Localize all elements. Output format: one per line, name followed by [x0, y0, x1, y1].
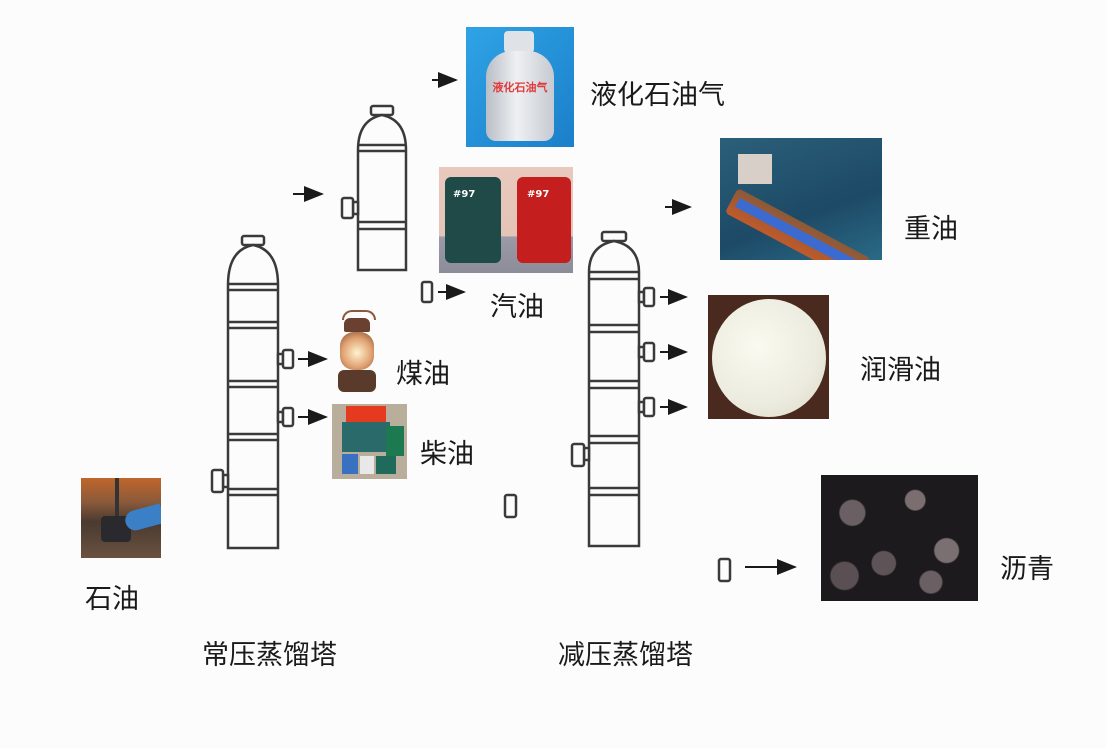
kerosene-lantern-photo — [334, 308, 380, 394]
flow-arrows — [293, 72, 797, 575]
tanker-ship-photo — [720, 138, 882, 260]
residue-transfer-pipe — [251, 504, 508, 572]
grease-photo — [708, 295, 829, 419]
diesel-engine-photo — [332, 404, 407, 479]
lpg-label: 液化石油气 — [590, 80, 725, 111]
atmospheric-tower-label: 常压蒸馏塔 — [202, 640, 337, 671]
crude-oil-photo — [81, 478, 161, 558]
lpg-pipe — [380, 78, 424, 110]
asphalt-photo — [821, 475, 978, 601]
diesel-label: 柴油 — [420, 439, 474, 470]
can-text-green: #97 — [453, 189, 476, 200]
lubricant-label: 润滑油 — [860, 355, 941, 386]
gasoline-label: 汽油 — [490, 292, 544, 323]
heavy-oil-pipe — [611, 204, 657, 234]
crude-oil-label: 石油 — [85, 584, 139, 615]
gasoline-pipe — [380, 268, 426, 294]
lpg-cylinder-photo: 液化石油气 — [466, 27, 574, 147]
vacuum-tower-label: 减压蒸馏塔 — [558, 640, 693, 671]
gasoline-column — [340, 104, 434, 304]
asphalt-label: 沥青 — [1000, 554, 1054, 585]
heavy-oil-label: 重油 — [904, 214, 958, 245]
gasoline-cans-photo: #97 #97 — [439, 167, 573, 273]
atmospheric-tower — [210, 234, 295, 550]
pipes — [185, 77, 723, 573]
vacuum-tower — [503, 230, 732, 583]
can-text-red: #97 — [527, 189, 550, 200]
lpg-cylinder-text: 液化石油气 — [492, 81, 548, 94]
overhead-pipe — [251, 205, 350, 240]
kerosene-label: 煤油 — [396, 359, 450, 390]
asphalt-pipe — [608, 546, 722, 572]
